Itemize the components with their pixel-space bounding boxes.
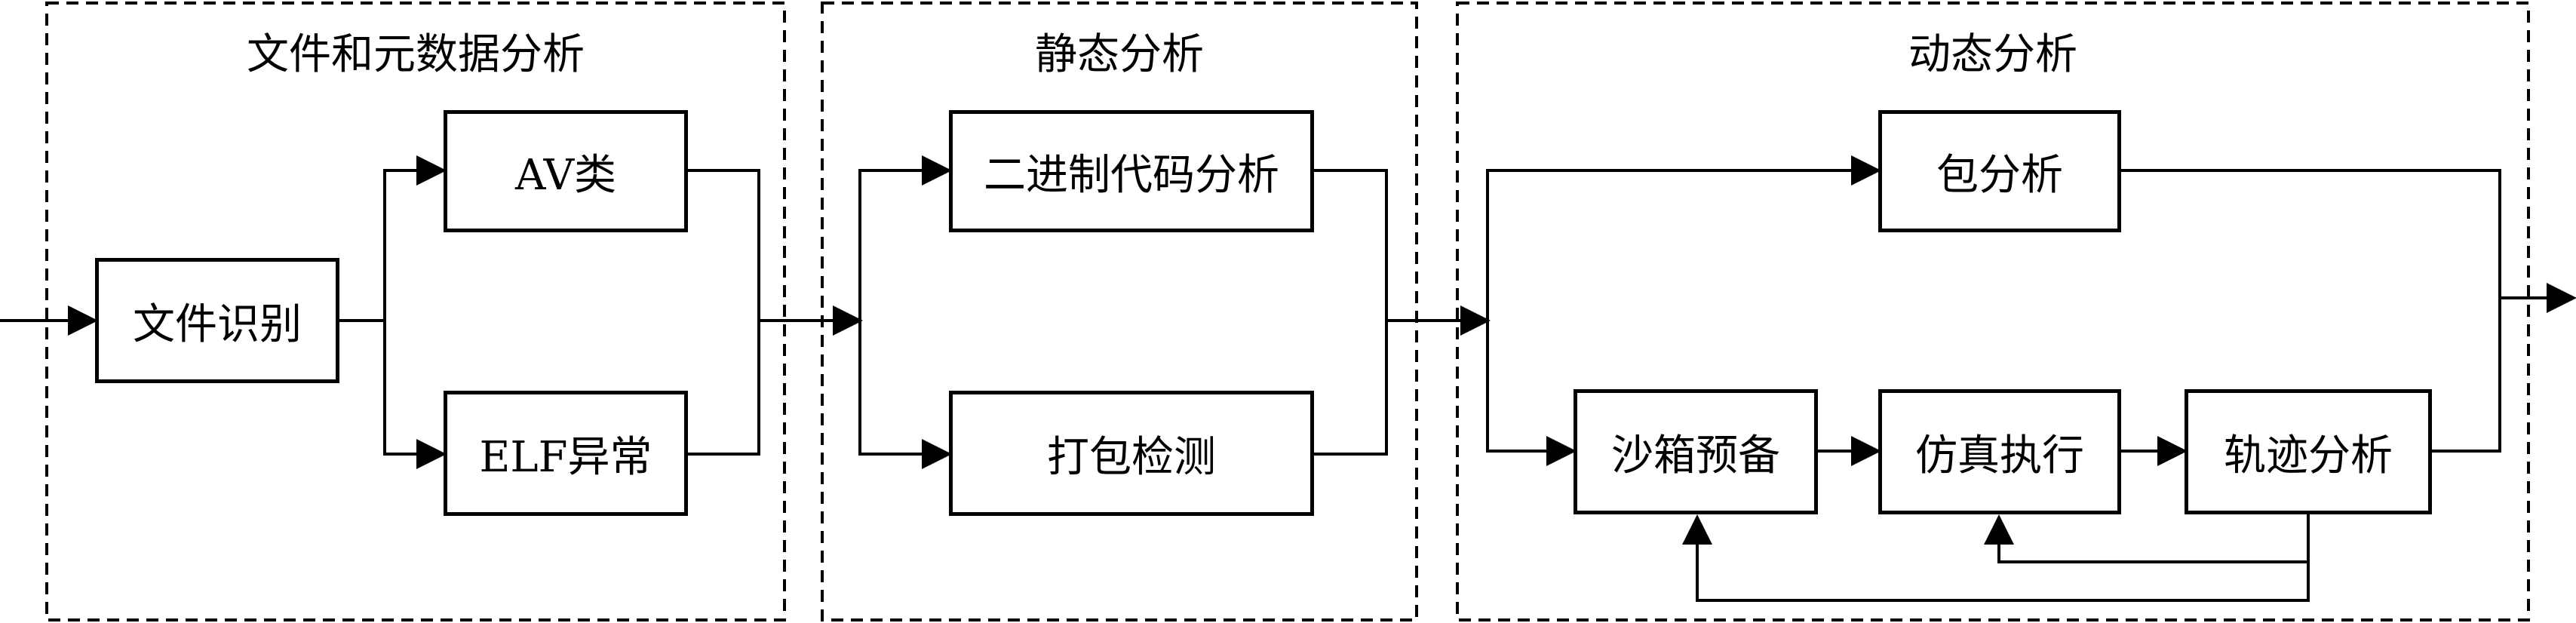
group-frame-file-meta [45,2,786,621]
arrow-to-sandbox [1486,321,1577,466]
node-file-identify: 文件识别 [95,258,339,383]
group-frame-dynamic [1456,2,2530,621]
arrow-to-av [339,155,447,322]
group-frame-static [821,2,1418,621]
group-title-dynamic: 动态分析 [1908,30,2077,79]
arrow-to-packet [1486,155,1881,321]
feedback-to-emu [1984,514,2310,563]
group-title-static: 静态分析 [1035,30,1204,79]
merge-static [1314,169,1388,456]
node-av-class: AV类 [444,110,688,232]
arrow-to-packing [858,321,952,469]
node-elf-anomaly: ELF异常 [444,391,688,516]
node-packet-analysis: 包分析 [1878,110,2121,232]
node-packing-detect: 打包检测 [949,391,1314,516]
node-emulated-exec: 仿真执行 [1878,389,2121,514]
merge-av [688,169,760,456]
feedback-to-sandbox [1682,514,2310,602]
group-title-file-meta: 文件和元数据分析 [247,30,585,79]
node-sandbox-prep: 沙箱预备 [1574,389,1818,514]
trace-out [2432,298,2501,453]
arrow-to-binary [858,155,952,321]
arrow-to-elf [383,321,447,469]
node-binary-code: 二进制代码分析 [949,110,1314,232]
node-trace-analysis: 轨迹分析 [2185,389,2432,514]
packet-out [2121,169,2501,298]
